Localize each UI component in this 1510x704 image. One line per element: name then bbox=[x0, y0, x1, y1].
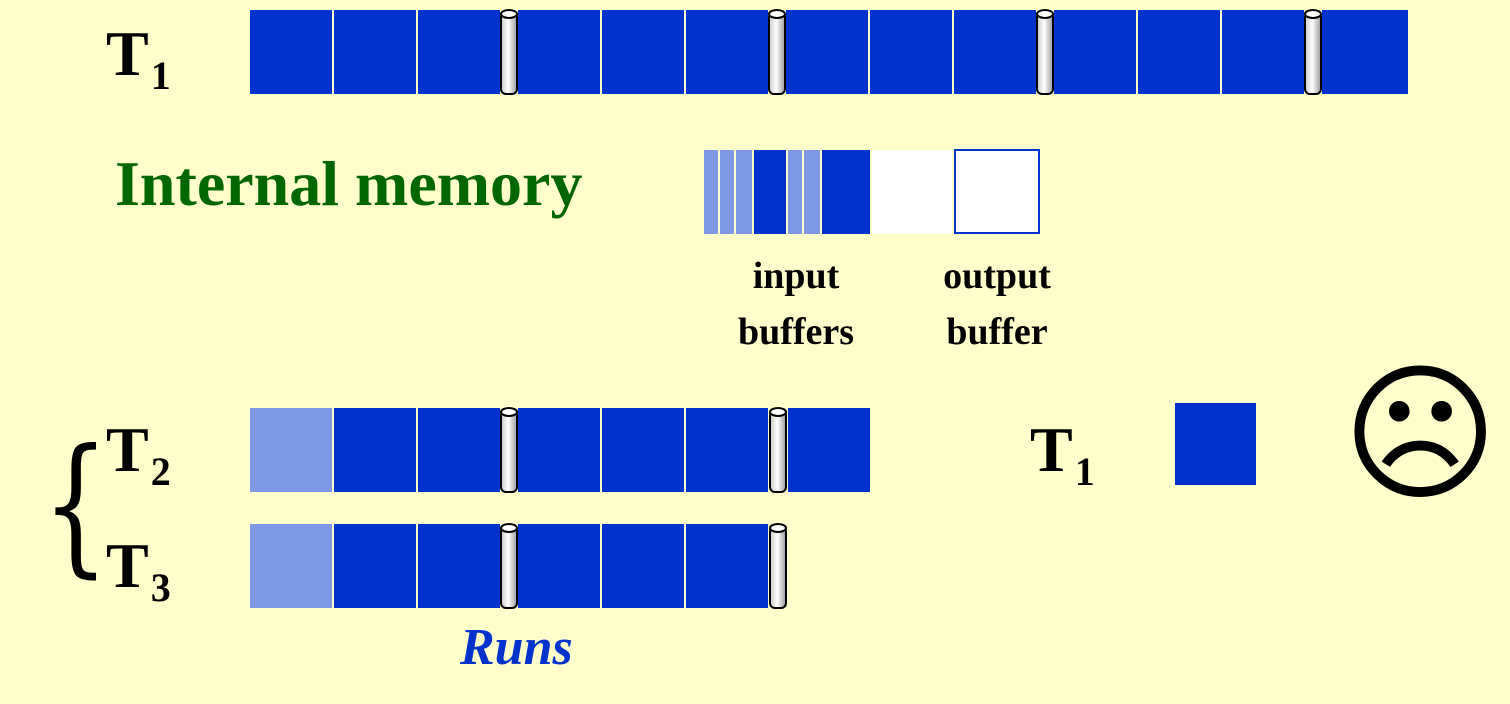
tape-block bbox=[686, 408, 768, 492]
tape-label-t2: T2 bbox=[106, 418, 171, 492]
tape-block bbox=[1222, 10, 1304, 94]
run-separator-icon bbox=[1304, 9, 1322, 95]
input-buffer-block bbox=[822, 150, 870, 234]
tape-block bbox=[418, 408, 500, 492]
input-buffers bbox=[704, 150, 952, 234]
tape-block bbox=[250, 10, 332, 94]
tape-block bbox=[518, 408, 600, 492]
tape-subscript: 1 bbox=[1074, 449, 1095, 494]
tape-subscript: 3 bbox=[150, 565, 171, 610]
tape-block bbox=[602, 10, 684, 94]
input-buffer-block bbox=[754, 150, 786, 234]
tape-letter: T bbox=[1030, 414, 1073, 485]
input-buffer-used bbox=[804, 150, 820, 234]
tape-block bbox=[788, 408, 870, 492]
internal-memory-title: Internal memory bbox=[115, 148, 583, 219]
brace-icon: { bbox=[42, 418, 110, 592]
tape-subscript: 1 bbox=[150, 53, 171, 98]
run-separator-icon bbox=[769, 523, 787, 609]
run-separator-icon bbox=[768, 9, 786, 95]
run-separator-icon bbox=[500, 523, 518, 609]
tape-block bbox=[334, 524, 416, 608]
tape-label-t1-top: T1 bbox=[106, 22, 171, 96]
run-separator-icon bbox=[500, 9, 518, 95]
tape-t2 bbox=[250, 407, 870, 493]
output-buffer-caption: output buffer bbox=[918, 248, 1076, 360]
tape-subscript: 2 bbox=[150, 449, 171, 494]
tape-block bbox=[870, 10, 952, 94]
tape-block bbox=[418, 10, 500, 94]
tape-block bbox=[334, 10, 416, 94]
tape-block bbox=[1322, 10, 1408, 94]
input-caption-line1: input bbox=[752, 255, 840, 297]
tape-block bbox=[686, 524, 768, 608]
tape-letter: T bbox=[106, 414, 149, 485]
tape-block-consumed bbox=[250, 524, 332, 608]
tape-block bbox=[518, 524, 600, 608]
t1-output-block bbox=[1175, 403, 1256, 485]
runs-label: Runs bbox=[460, 619, 573, 676]
input-buffer-empty bbox=[872, 150, 952, 234]
input-buffer-used bbox=[788, 150, 802, 234]
tape-block bbox=[786, 10, 868, 94]
tape-label-t1-right: T1 bbox=[1030, 418, 1095, 492]
input-buffer-used bbox=[704, 150, 718, 234]
tape-block bbox=[602, 524, 684, 608]
tape-block bbox=[1138, 10, 1220, 94]
input-buffer-used bbox=[720, 150, 734, 234]
output-caption-line1: output bbox=[943, 255, 1051, 297]
tape-letter: T bbox=[106, 530, 149, 601]
tape-block bbox=[418, 524, 500, 608]
run-separator-icon bbox=[1036, 9, 1054, 95]
tape-block bbox=[954, 10, 1036, 94]
tape-block bbox=[518, 10, 600, 94]
output-buffer bbox=[954, 149, 1040, 234]
input-caption-line2: buffers bbox=[737, 311, 855, 353]
tape-label-t3: T3 bbox=[106, 534, 171, 608]
run-separator-icon bbox=[769, 407, 787, 493]
tape-t3 bbox=[250, 523, 787, 609]
output-caption-line2: buffer bbox=[946, 311, 1048, 353]
tape-block bbox=[1054, 10, 1136, 94]
input-buffers-caption: input buffers bbox=[715, 248, 877, 360]
tape-letter: T bbox=[106, 18, 149, 89]
tape-t1-top bbox=[250, 9, 1408, 95]
run-separator-icon bbox=[500, 407, 518, 493]
tape-block-consumed bbox=[250, 408, 332, 492]
tape-block bbox=[602, 408, 684, 492]
sad-face-icon: ☹ bbox=[1342, 348, 1499, 522]
tape-block bbox=[334, 408, 416, 492]
tape-block bbox=[686, 10, 768, 94]
input-buffer-used bbox=[736, 150, 752, 234]
